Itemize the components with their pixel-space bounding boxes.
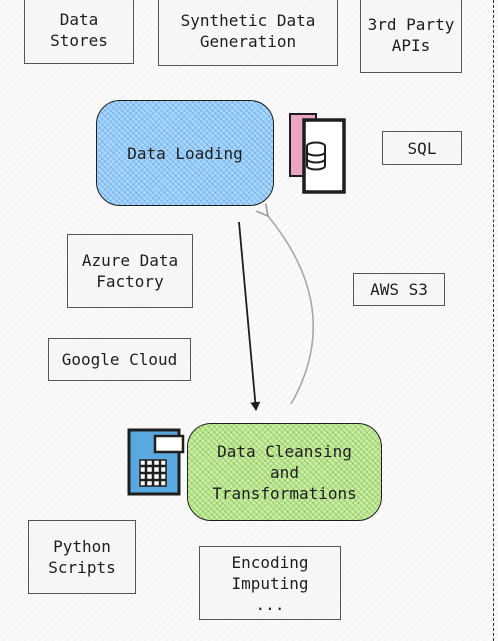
sql-box[interactable]: SQL xyxy=(382,131,462,165)
google-cloud-box[interactable]: Google Cloud xyxy=(48,338,191,381)
python-scripts-label: Python Scripts xyxy=(48,537,116,577)
data-cleansing-node[interactable]: Data Cleansing and Transformations xyxy=(187,423,382,521)
aws-s3-label: AWS S3 xyxy=(370,280,428,299)
data-stores-box[interactable]: Data Stores xyxy=(24,0,134,64)
aws-s3-box[interactable]: AWS S3 xyxy=(353,273,445,306)
synthetic-data-generation-label: Synthetic Data Generation xyxy=(180,11,316,51)
azure-data-factory-label: Azure Data Factory xyxy=(81,251,179,291)
python-scripts-box[interactable]: Python Scripts xyxy=(28,520,136,594)
azure-data-factory-box[interactable]: Azure Data Factory xyxy=(67,234,193,308)
synthetic-data-generation-box[interactable]: Synthetic Data Generation xyxy=(158,0,338,66)
third-party-apis-box[interactable]: 3rd Party APIs xyxy=(360,0,462,73)
data-stores-label: Data Stores xyxy=(50,10,108,50)
data-loading-label: Data Loading xyxy=(127,143,243,163)
sql-label: SQL xyxy=(407,138,437,158)
boundary-dashed-line xyxy=(493,0,494,641)
encoding-imputing-label: Encoding Imputing ... xyxy=(231,552,309,614)
third-party-apis-label: 3rd Party APIs xyxy=(367,14,455,55)
cleansing-to-loading-arrow xyxy=(268,216,315,405)
google-cloud-label: Google Cloud xyxy=(61,350,178,369)
encoding-imputing-box[interactable]: Encoding Imputing ... xyxy=(199,546,341,620)
data-cleansing-label: Data Cleansing and Transformations xyxy=(212,441,357,503)
data-loading-node[interactable]: Data Loading xyxy=(96,100,274,206)
loading-to-cleansing-arrow xyxy=(238,221,261,411)
